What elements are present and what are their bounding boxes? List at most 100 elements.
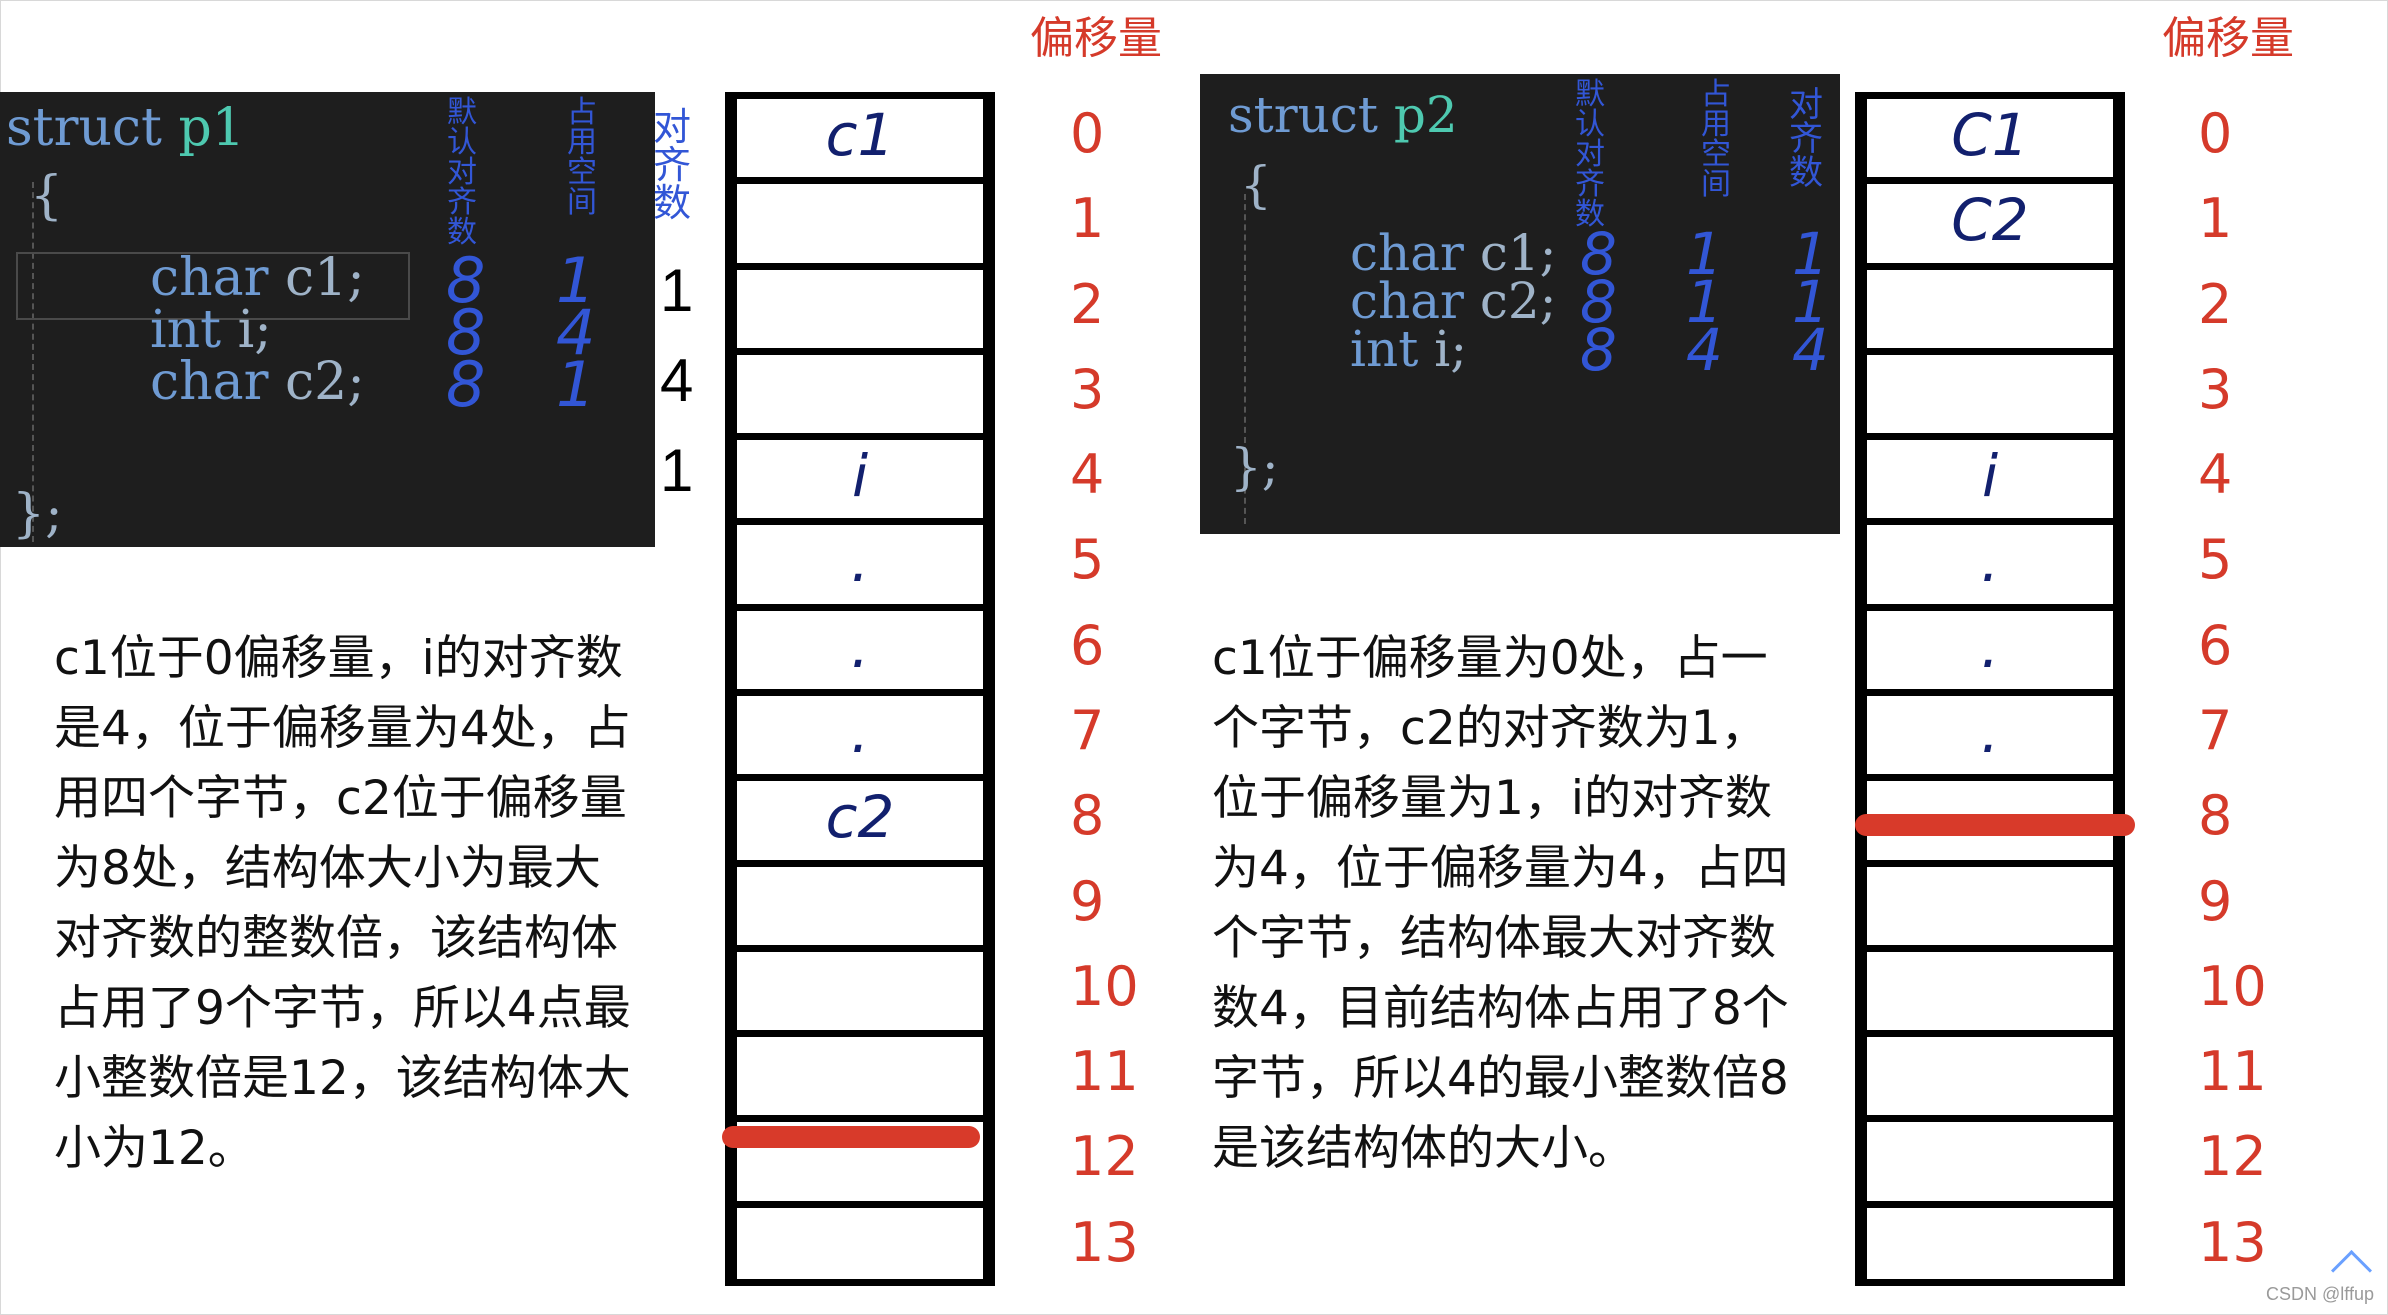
memory-cell <box>737 1115 983 1200</box>
align-value: 1 <box>660 437 694 504</box>
default-align-value: 8 <box>1580 316 1617 384</box>
explanation-line: 个字节，c2的对齐数为1， <box>1212 701 1768 756</box>
memory-cell-label: c2 <box>825 783 895 852</box>
memory-cell <box>737 262 983 348</box>
memory-cell-label: . <box>850 698 870 766</box>
offset-number: 2 <box>2198 272 2233 336</box>
memory-cell: c1 <box>737 92 983 177</box>
explanation-line: 为4，位于偏移量为4，占四 <box>1212 841 1789 896</box>
memory-cell: . <box>737 518 983 603</box>
memory-cell-label: i <box>851 442 869 511</box>
explanation-line: 数4，目前结构体占用了8个 <box>1212 981 1789 1036</box>
default-align-value: 8 <box>1580 220 1617 288</box>
default-align-value: 8 <box>446 296 486 369</box>
memory-cell <box>1867 1115 2113 1200</box>
memory-cell-label: . <box>1980 698 2000 766</box>
header-space: 占用空间 <box>567 95 597 220</box>
memory-cell: C2 <box>1867 177 2113 262</box>
space-value: 1 <box>556 348 596 421</box>
indent-guide <box>32 182 34 542</box>
memory-cell: . <box>1867 689 2113 774</box>
offset-number: 8 <box>1070 784 1105 848</box>
offset-number: 1 <box>2198 187 2233 251</box>
space-value: 1 <box>1686 220 1723 288</box>
memory-cell <box>737 859 983 945</box>
offset-number: 12 <box>1070 1125 1139 1189</box>
code-line: char c1; <box>1350 224 1557 282</box>
explanation-line: 用四个字节，c2位于偏移量 <box>54 771 627 826</box>
memory-cell: i <box>737 433 983 518</box>
memory-cell: c2 <box>737 774 983 859</box>
offset-number: 7 <box>1070 699 1105 762</box>
memory-cell-label: . <box>850 612 870 681</box>
offset-number: 11 <box>2198 1040 2267 1104</box>
space-value: 1 <box>1686 268 1723 336</box>
memory-cell: C1 <box>1867 92 2113 177</box>
code-line: char c2; <box>150 352 365 412</box>
default-align-value: 8 <box>446 348 486 421</box>
memory-cell: . <box>1867 518 2113 603</box>
memory-cell-label: i <box>1981 442 1999 511</box>
watermark: CSDN @lffup <box>2266 1284 2374 1304</box>
offset-number: 6 <box>2198 613 2233 677</box>
memory-cell: . <box>737 689 983 774</box>
header-align-right: 对齐数 <box>1789 85 1823 193</box>
memory-cell: . <box>737 603 983 689</box>
align-value: 4 <box>1792 316 1829 384</box>
explanation-line: 位于偏移量为1，i的对齐数 <box>1212 771 1772 826</box>
memory-cell <box>737 1030 983 1115</box>
offset-number: 9 <box>1070 869 1105 933</box>
memory-cell <box>737 1200 983 1286</box>
offset-number: 9 <box>2198 869 2233 933</box>
offset-number: 11 <box>1070 1040 1139 1104</box>
memory-cell: . <box>1867 603 2113 689</box>
memory-cell <box>1867 859 2113 945</box>
memory-cell-label: . <box>1980 612 2000 681</box>
offset-number: 8 <box>2198 784 2233 848</box>
memory-cell <box>737 944 983 1030</box>
memory-cell-label: C2 <box>1951 186 2029 255</box>
offset-number: 0 <box>1070 102 1105 165</box>
memory-cell-label: . <box>1980 527 2000 596</box>
code-line: char c1; <box>150 248 365 308</box>
offset-number: 2 <box>1070 272 1105 336</box>
offset-number: 4 <box>2198 443 2233 507</box>
memory-cell <box>1867 774 2113 859</box>
explanation-line: 字节，所以4的最小整数倍8 <box>1212 1051 1789 1106</box>
memory-cell <box>737 347 983 433</box>
explanation-line: 是该结构体的大小。 <box>1212 1121 1635 1176</box>
header-align-left: 对齐数 <box>652 105 691 225</box>
struct-declaration: struct p2 <box>1228 86 1458 144</box>
current-line-highlight <box>16 252 410 320</box>
close-brace: }; <box>12 484 63 544</box>
offset-number: 6 <box>1070 613 1105 677</box>
memory-cell <box>1867 944 2113 1030</box>
offset-number: 3 <box>1070 357 1105 421</box>
offset-number: 13 <box>1070 1210 1139 1274</box>
explanation-line: 小整数倍是12，该结构体大 <box>54 1051 631 1106</box>
offset-number: 12 <box>2198 1125 2267 1189</box>
offset-number: 1 <box>1070 187 1105 251</box>
memory-cell-label: c1 <box>825 101 895 169</box>
offset-header-left: 偏移量 <box>1030 13 1162 64</box>
code-line: int i; <box>1350 320 1468 378</box>
explanation-line: 个字节，结构体最大对齐数 <box>1212 911 1776 966</box>
memory-cell: i <box>1867 433 2113 518</box>
offset-number: 0 <box>2198 102 2233 165</box>
explanation-line: 小为12。 <box>54 1121 255 1176</box>
indent-guide <box>1244 194 1246 524</box>
offset-number: 5 <box>2198 528 2233 592</box>
offset-number: 4 <box>1070 443 1105 507</box>
open-brace: { <box>1240 156 1272 214</box>
offset-number: 3 <box>2198 357 2233 421</box>
code-line: char c2; <box>1350 272 1557 330</box>
code-line: int i; <box>150 300 272 360</box>
align-value: 1 <box>1792 268 1829 336</box>
default-align-value: 8 <box>446 244 486 317</box>
close-brace: }; <box>1230 438 1279 496</box>
offset-number: 10 <box>1070 954 1139 1018</box>
explanation-line: c1位于偏移量为0处，占一 <box>1212 631 1768 686</box>
default-align-value: 8 <box>1580 268 1617 336</box>
header-default-align: 默认对齐数 <box>447 95 477 250</box>
